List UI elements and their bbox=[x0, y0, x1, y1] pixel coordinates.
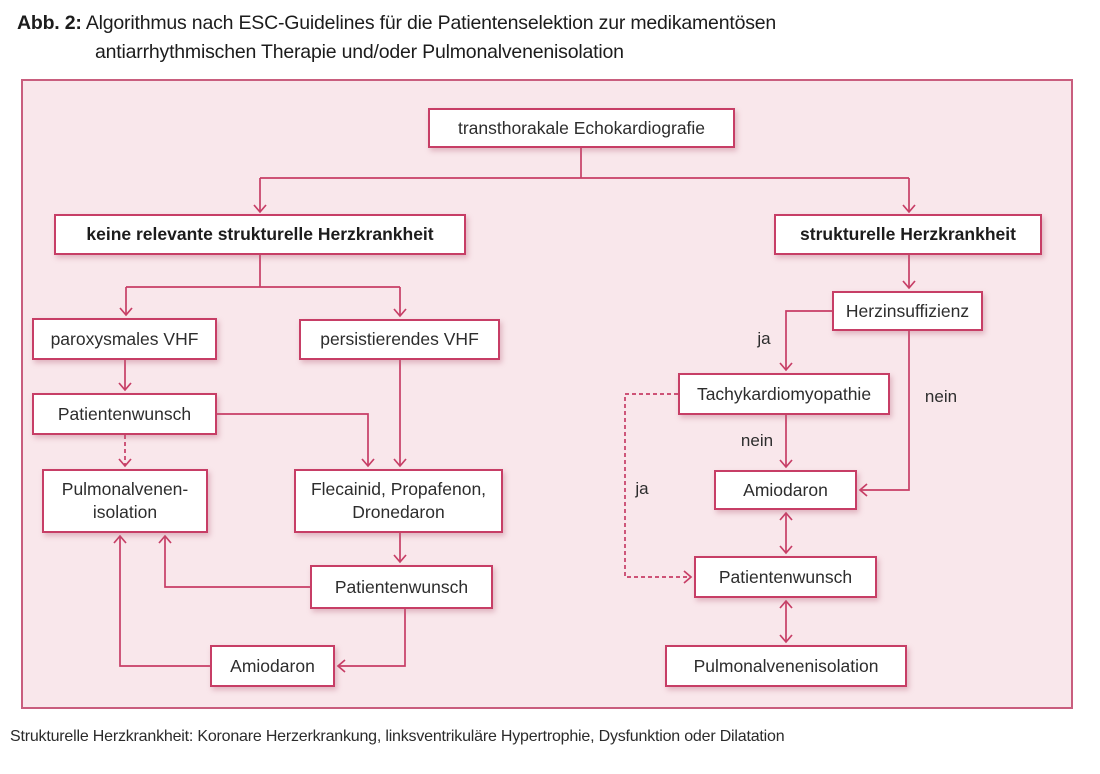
figure-label: Abb. 2: bbox=[17, 12, 82, 34]
figure-caption: Abb. 2: Algorithmus nach ESC-Guidelines … bbox=[17, 9, 776, 67]
figure-title: Algorithmus nach ESC-Guidelines für die … bbox=[81, 12, 777, 34]
node-amiodaron-right: Amiodaron bbox=[714, 470, 857, 510]
edge-label-nein-tachymyopathy: nein bbox=[740, 431, 774, 450]
figure-title-line-2: antiarrhythmischen Therapie und/oder Pul… bbox=[95, 41, 624, 63]
node-no-structural-heart-disease: keine relevante strukturelle Herzkrankhe… bbox=[54, 214, 466, 255]
node-patient-wish-left: Patientenwunsch bbox=[32, 393, 217, 435]
edge-label-ja-heart-failure: ja bbox=[757, 329, 771, 348]
node-paroxysmal-vhf: paroxysmales VHF bbox=[32, 318, 217, 360]
node-patient-wish-right: Patientenwunsch bbox=[694, 556, 877, 598]
node-structural-heart-disease: strukturelle Herzkrankheit bbox=[774, 214, 1042, 255]
node-transthoracic-echo: transthorakale Echokardiografie bbox=[428, 108, 735, 148]
node-persistent-vhf: persistierendes VHF bbox=[299, 319, 500, 360]
edge-label-nein-heart-failure: nein bbox=[924, 387, 958, 406]
edge-label-ja-tachymyopathy: ja bbox=[635, 479, 649, 498]
figure-footnote: Strukturelle Herzkrankheit: Koronare Her… bbox=[10, 728, 785, 745]
node-amiodaron-left: Amiodaron bbox=[210, 645, 335, 687]
node-pulmonary-vein-isolation-right: Pulmonalvenenisolation bbox=[665, 645, 907, 687]
node-pulmonary-vein-isolation-left: Pulmonalvenen- isolation bbox=[42, 469, 208, 533]
node-patient-wish-mid: Patientenwunsch bbox=[310, 565, 493, 609]
node-flecainid-propafenon-dronedaron: Flecainid, Propafenon, Dronedaron bbox=[294, 469, 503, 533]
node-tachymyopathy: Tachykardiomyopathie bbox=[678, 373, 890, 415]
caption-line-1: Abb. 2: Algorithmus nach ESC-Guidelines … bbox=[17, 9, 776, 38]
node-heart-failure: Herzinsuffizienz bbox=[832, 291, 983, 331]
